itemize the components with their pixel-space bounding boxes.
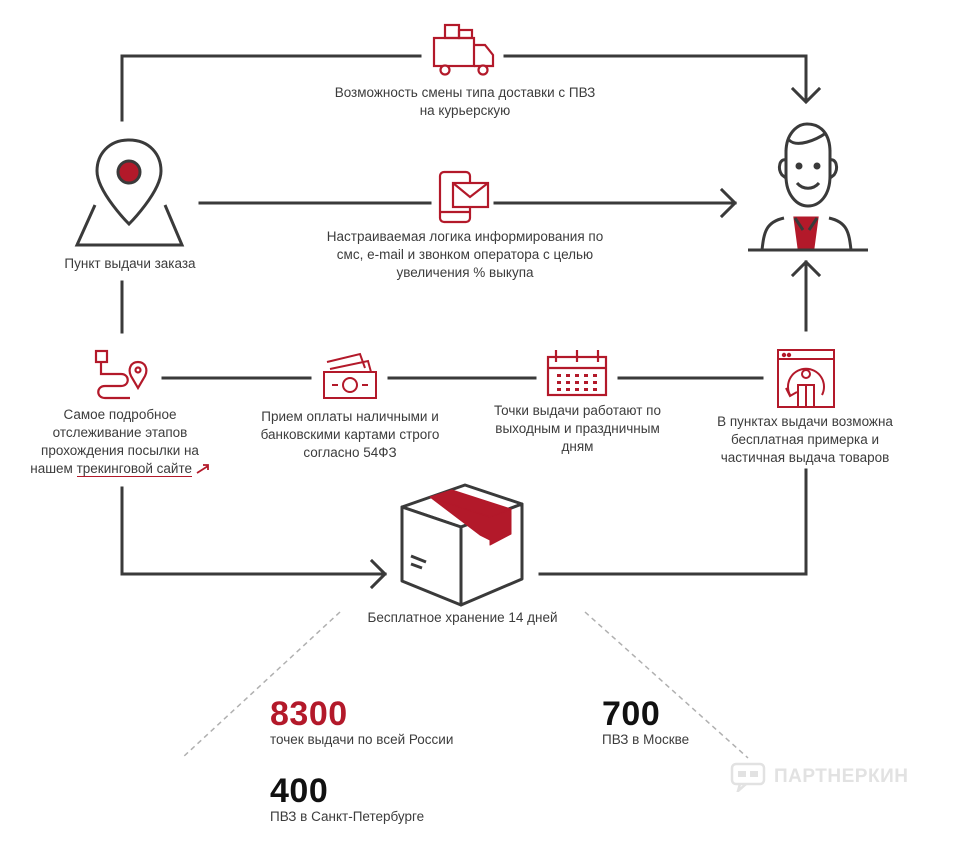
calendar-icon (546, 350, 608, 397)
connector-bottom-left (120, 486, 387, 576)
arrow-head-notify (719, 187, 738, 219)
stat-russia-label: точек выдачи по всей России (270, 732, 454, 747)
fitting-line-2: бесплатная примерка и (730, 432, 880, 447)
tracking-line-4-prefix: нашем (30, 461, 73, 476)
tracking-line-4: нашем трекинговой сайте (10, 460, 230, 478)
weekends-line-3: дням (561, 439, 594, 454)
truck-icon (432, 23, 495, 76)
arrow-head-top (790, 86, 822, 105)
tracking-line-1: Самое подробное (63, 407, 177, 422)
connector-top (120, 54, 808, 122)
box-icon (400, 483, 524, 607)
tracking-line-2: отслеживание этапов (52, 425, 188, 440)
watermark-logo-icon (730, 762, 766, 792)
phone-mail-icon (438, 170, 490, 224)
fitting-line-1: В пунктах выдачи возможна (717, 414, 893, 429)
stat-russia-value: 8300 (270, 695, 348, 733)
arrow-head-right (790, 259, 822, 278)
route-icon (94, 349, 148, 400)
fitting-icon (777, 349, 835, 408)
banknote-icon (323, 352, 377, 399)
tracking-text: Самое подробное отслеживание этапов прох… (10, 406, 230, 478)
stat-spb-value: 400 (270, 772, 329, 810)
connector-bottom-right (538, 468, 808, 576)
fitting-text: В пунктах выдачи возможна бесплатная при… (695, 413, 915, 467)
tracking-line-3: прохождения посылки на (41, 443, 199, 458)
pickup-point-label: Пункт выдачи заказа (64, 256, 196, 271)
calendar-grid (557, 374, 597, 391)
notify-line-3: увеличения % выкупа (396, 265, 534, 280)
notify-path-text: Настраиваемая логика информирования по с… (295, 228, 635, 282)
storage-label: Бесплатное хранение 14 дней (367, 610, 558, 625)
customer-avatar-icon (748, 122, 868, 252)
payment-line-2: банковскими картами строго (260, 427, 440, 442)
notify-line-2: смс, e-mail и звонком оператора с целью (336, 247, 594, 262)
payment-text: Прием оплаты наличными и банковскими кар… (235, 408, 465, 462)
notify-line-1: Настраиваемая логика информирования по (326, 229, 604, 244)
weekends-text: Точки выдачи работают по выходным и праз… (465, 402, 690, 456)
dashed-line-right (584, 611, 749, 759)
stat-moscow-value: 700 (602, 695, 661, 733)
weekends-line-1: Точки выдачи работают по (493, 403, 661, 418)
watermark: ПАРТНЕРКИН (730, 762, 908, 792)
external-arrow-icon (196, 464, 209, 475)
top-path-line-1: Возможность смены типа доставки с ПВЗ (334, 85, 596, 100)
top-path-text: Возможность смены типа доставки с ПВЗ на… (300, 84, 630, 120)
tracking-site-link[interactable]: трекинговой сайте (76, 461, 192, 477)
weekends-line-2: выходным и праздничным (495, 421, 660, 436)
top-path-line-2: на курьерскую (419, 103, 511, 118)
map-pin-icon (74, 138, 185, 247)
stat-moscow-label: ПВЗ в Москве (602, 732, 690, 747)
arrow-head-bottom (369, 558, 388, 590)
fitting-line-3: частичная выдача товаров (720, 450, 890, 465)
payment-line-3: согласно 54ФЗ (303, 445, 397, 460)
payment-line-1: Прием оплаты наличными и (261, 409, 439, 424)
watermark-text: ПАРТНЕРКИН (774, 766, 909, 787)
stat-spb-label: ПВЗ в Санкт-Петербурге (270, 809, 425, 824)
